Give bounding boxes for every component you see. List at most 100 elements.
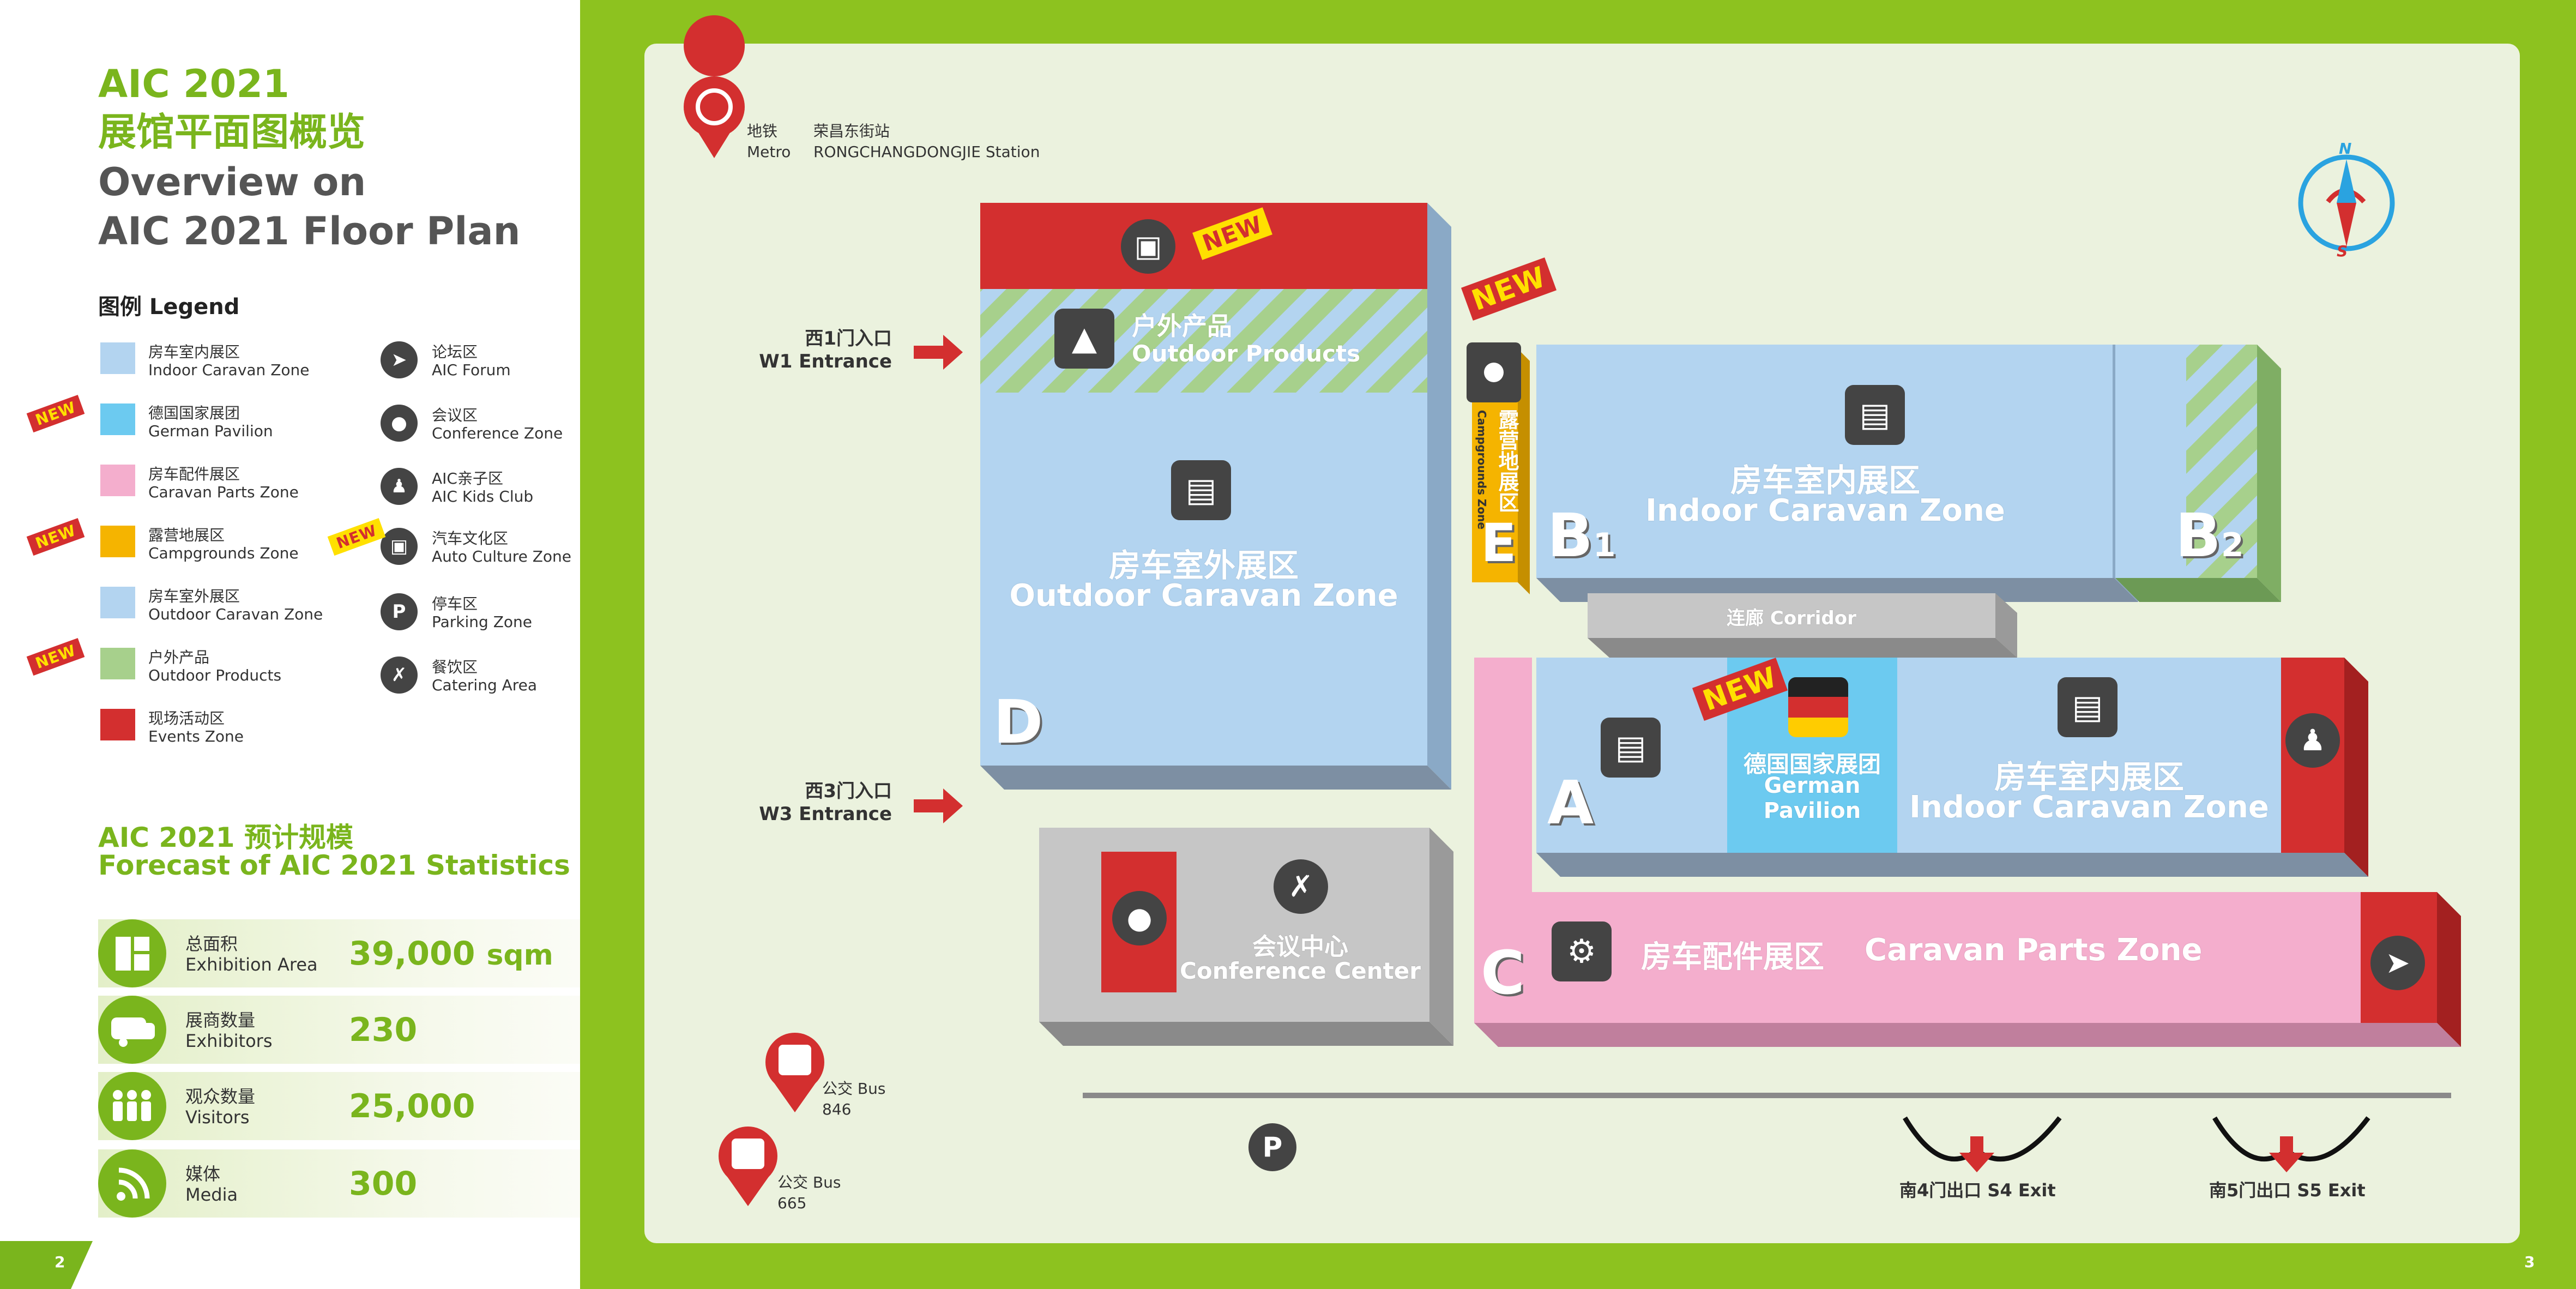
stat-label-cn: 观众数量 [185,1086,256,1107]
legend-label-cn: 露营地展区 [148,526,225,544]
metro-icon [684,15,745,159]
legend-swatch-german [100,403,135,435]
parking-icon: P [381,593,418,630]
indoor-b-cn: 房车室内展区 [1730,462,1920,499]
legend-title: 图例 Legend [98,294,240,320]
legend-label-cn: 户外产品 [148,648,210,666]
visitors-icon [98,1072,166,1140]
title-en-1: Overview on [98,160,366,204]
legend-label-en: German Pavilion [148,422,273,440]
s4-exit-marker [1903,1116,2062,1172]
catering-icon: ✗ [1274,859,1328,914]
legend-label-en: Outdoor Products [148,666,282,684]
rss-icon [98,1149,166,1218]
legend-swatch-events [100,709,135,740]
catering-icon: ✗ [381,656,418,694]
hall-d [980,203,1451,790]
outdoor-caravan-zone [980,393,1427,766]
tools-icon: ⚙ [1552,921,1612,981]
hall-b2-label: B2 [2175,501,2244,570]
compass-n-label: N [2339,140,2352,158]
page-tab [0,1241,93,1289]
legend-label-cn: 停车区 [432,595,478,613]
legend-swatch-parts [100,465,135,496]
outdoor-products-cn: 户外产品 [1132,311,1232,341]
title-year: AIC 2021 [98,62,289,106]
bus-icon-665 [719,1127,777,1206]
legend-label-en: AIC Forum [432,361,511,379]
outdoor-products-zone-b2 [2186,345,2257,578]
caravan-icon: ▤ [1845,385,1905,445]
corridor [1588,593,2017,658]
legend-label-en: Conference Zone [432,424,563,442]
legend-label-cn: 论坛区 [432,343,478,361]
stat-value: 25,000 [349,1087,475,1125]
legend-label-cn: 汽车文化区 [432,529,509,547]
caravan-icon: ▤ [2058,677,2117,737]
outdoor-caravan-cn: 房车室外展区 [1108,547,1299,584]
hall-a-label: A [1547,768,1594,838]
hall-b [1536,345,2281,602]
legend-label-en: Campgrounds Zone [148,544,299,562]
legend-swatch-outdoor [100,587,135,618]
hall-d-label: D [993,687,1043,757]
indoor-caravan-zone-b [1536,345,2114,578]
stat-row-media: 媒体 Media 300 [98,1149,580,1218]
hall-b1-label: B1 [1547,501,1616,570]
stats-title-en: Forecast of AIC 2021 Statistics [98,850,570,881]
s5-exit-marker [2212,1116,2370,1172]
stat-value: 300 [349,1165,418,1203]
conference-cn: 会议中心 [1252,933,1348,961]
hall-e [1467,342,1530,594]
legend-label-cn: 德国国家展团 [148,404,240,422]
legend-label-cn: 现场活动区 [148,709,225,727]
megaphone-icon: ➤ [381,341,418,378]
parts-cn: 房车配件展区 [1641,939,1824,975]
legend-label-cn: 餐饮区 [432,658,478,676]
area-icon [98,919,166,987]
title-cn: 展馆平面图概览 [98,110,365,154]
w3-entrance-arrow [914,788,963,823]
compass-s-label: S [2337,242,2348,260]
campground-cn: 露营地展区 [1495,409,1519,513]
stat-label-en: Media [185,1184,238,1205]
stat-value: 39,000 sqm [349,935,553,973]
people-icon: ● [381,405,418,442]
stat-label-en: Exhibition Area [185,954,318,975]
legend-label-en: Parking Zone [432,613,532,631]
stat-label-cn: 展商数量 [185,1010,256,1031]
campground-en: Campgrounds Zone [1475,410,1488,529]
people-icon: ● [1112,891,1167,945]
legend-label-cn: 房车配件展区 [148,465,240,483]
page-number-left: 2 [55,1253,65,1271]
family-icon: ♟ [2285,713,2340,768]
caravan-parts-zone [1474,892,2361,1023]
legend-label-cn: 会议区 [432,406,478,424]
car-icon: ▣ [381,528,418,565]
legend-label-cn: 房车室外展区 [148,587,240,605]
hall-c [1474,658,2461,1047]
tent-icon: ▲ [1054,309,1114,369]
legend-label-en: Indoor Caravan Zone [148,361,310,379]
conference-center [1039,828,1453,1046]
stat-label-en: Visitors [185,1107,250,1128]
legend-label-en: Auto Culture Zone [432,547,572,565]
caravan-icon: ▤ [1601,718,1661,778]
s5-exit-label: 南5门出口 S5 Exit [2209,1180,2366,1201]
stat-row-exhibitors: 展商数量 Exhibitors 230 [98,996,580,1064]
title-en-2: AIC 2021 Floor Plan [98,209,521,254]
conference-en: Conference Center [1180,957,1421,984]
s4-exit-label: 南4门出口 S4 Exit [1899,1180,2056,1201]
hall-c-label: C [1481,938,1525,1008]
caravan-icon [98,996,166,1064]
w1-entrance-arrow [914,335,963,370]
page-number-right: 3 [2524,1253,2535,1271]
legend-label-en: AIC Kids Club [432,487,534,505]
